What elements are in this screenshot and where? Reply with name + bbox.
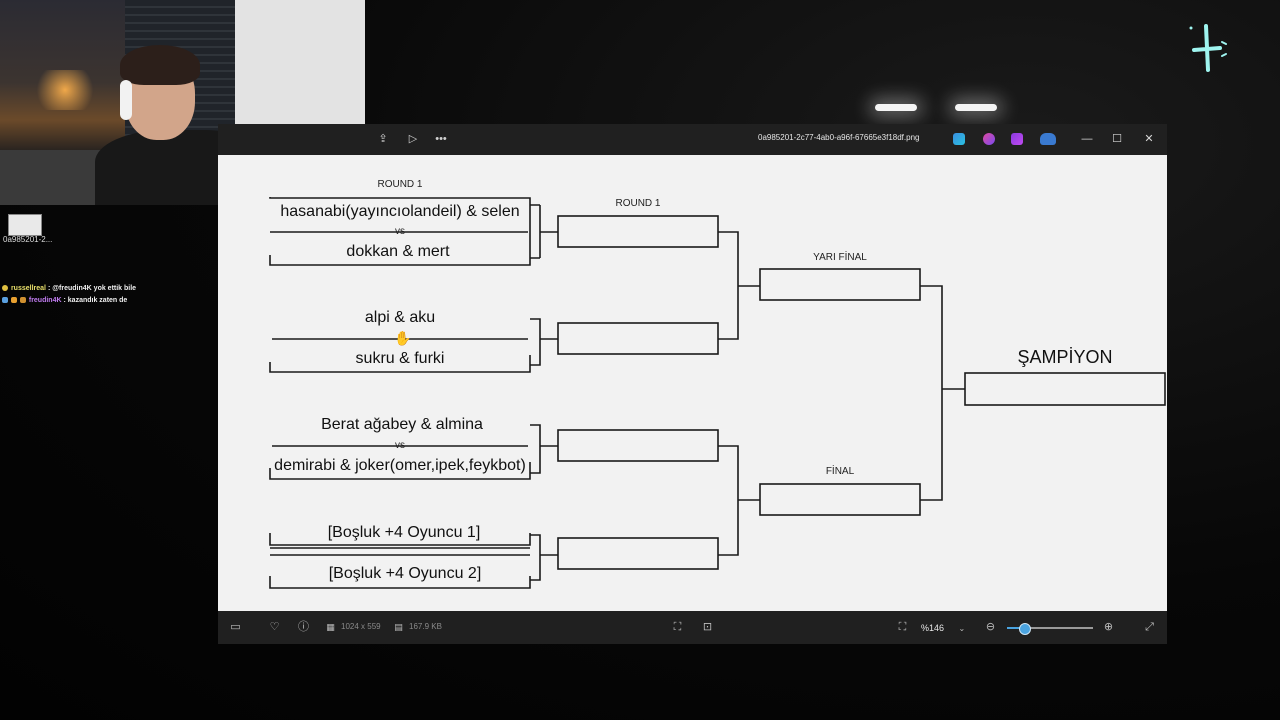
fit-window-icon[interactable]: ⛶ [898, 621, 907, 633]
chat-text: kazandık zaten de [67, 297, 128, 304]
status-bar: ▭ ♡ ⓘ ▦ 1024 x 559 ▤ 167.9 KB ⛶ ⊡ ⛶ %146… [218, 611, 1167, 644]
zoom-out-icon[interactable]: ⊖ [985, 621, 996, 633]
ceiling-light-left [875, 104, 917, 111]
more-options-icon[interactable]: ••• [435, 133, 447, 145]
chat-badge-icon [2, 297, 8, 303]
window-title: 0a985201-2c77-4ab0-a96f-67665e3f18df.png [758, 133, 920, 142]
window-view [0, 0, 125, 150]
chevron-down-icon: ⌄ [958, 624, 966, 633]
favorite-heart-icon[interactable]: ♡ [269, 621, 280, 633]
ocr-scan-icon[interactable]: ⊡ [702, 621, 713, 633]
team-name: [Boşluk +4 Oyuncu 2] [328, 565, 482, 582]
title-bar: ⇪ ▷ ••• 0a985201-2c77-4ab0-a96f-67665e3f… [366, 124, 1167, 155]
chat-message: russellreal : @freudin4K yok ettik bile [2, 283, 136, 295]
onedrive-icon[interactable] [1040, 133, 1056, 145]
chat-username: russellreal [10, 285, 46, 292]
ceiling-light-right [955, 104, 997, 111]
file-size: 167.9 KB [409, 622, 442, 631]
round1-label: ROUND 1 [377, 179, 423, 190]
zoom-slider-fill [1007, 627, 1025, 629]
fullscreen-icon[interactable]: ⤢ [1145, 621, 1154, 633]
image-dimensions: 1024 x 559 [341, 622, 381, 631]
photo-viewer-window: ⇪ ▷ ••• 0a985201-2c77-4ab0-a96f-67665e3f… [218, 124, 1167, 644]
chat-username: freudin4K [28, 297, 62, 304]
slideshow-icon[interactable]: ▷ [408, 133, 418, 145]
chat-message: freudin4K : kazandık zaten de [2, 295, 136, 307]
desktop-file-icon[interactable] [8, 214, 42, 236]
info-icon[interactable]: ⓘ [298, 621, 309, 633]
filmstrip-icon[interactable]: ▭ [230, 621, 241, 633]
image-size-icon: ▦ [326, 622, 335, 632]
zoom-level-dropdown[interactable]: %146 ⌄ [921, 619, 969, 637]
streamer-hair [120, 45, 200, 85]
round1b-label: ROUND 1 [615, 198, 661, 209]
chat-text: @freudin4K yok ettik bile [52, 285, 137, 292]
hand-cursor-icon: ✋ [394, 330, 412, 346]
final-label: FİNAL [825, 466, 855, 477]
maximize-icon[interactable]: ☐ [1112, 133, 1122, 145]
vs-label: vs [395, 226, 405, 237]
minimize-icon[interactable]: — [1081, 133, 1093, 145]
semifinal-label: YARI FİNAL [813, 252, 867, 263]
chat-badge-icon [10, 297, 17, 303]
team-name: dokkan & mert [346, 243, 450, 260]
share-icon[interactable]: ⇪ [378, 133, 388, 145]
champion-label: ŞAMPİYON [1017, 347, 1113, 367]
bracket-lines [269, 197, 1166, 589]
desktop-file-label[interactable]: 0a985201-2... [3, 235, 53, 244]
clipchamp-app-icon[interactable] [1011, 133, 1023, 145]
close-icon[interactable]: ✕ [1144, 133, 1154, 145]
chat-badge-icon [19, 297, 26, 303]
file-size-icon: ▤ [394, 622, 403, 632]
zoom-slider-thumb[interactable] [1019, 623, 1032, 635]
zoom-slider[interactable] [1007, 623, 1093, 635]
team-name: [Boşluk +4 Oyuncu 1] [327, 524, 481, 541]
zoom-in-icon[interactable]: ⊕ [1103, 621, 1114, 633]
team-name: hasanabi(yayıncıolandeil) & selen [280, 203, 520, 220]
visual-search-icon[interactable]: ⛶ [673, 621, 682, 633]
sparkle-icon [1189, 24, 1227, 72]
headset [120, 80, 132, 120]
chat-badge-icon [2, 285, 8, 291]
team-name: Berat ağabey & almina [321, 416, 483, 433]
team-name: sukru & furki [355, 350, 445, 367]
chat-overlay: russellreal : @freudin4K yok ettik bile … [2, 283, 136, 307]
image-canvas[interactable]: ROUND 1 ROUND 1 YARI FİNAL FİNAL ŞAMPİYO… [218, 155, 1167, 611]
vs-label: vs [395, 440, 405, 451]
designer-app-icon[interactable] [983, 133, 995, 145]
zoom-level: %146 [921, 623, 945, 633]
team-name: demirabi & joker(omer,ipek,feykbot) [274, 457, 526, 474]
team-name: alpi & aku [364, 309, 436, 326]
edit-app-icon[interactable] [953, 133, 965, 145]
